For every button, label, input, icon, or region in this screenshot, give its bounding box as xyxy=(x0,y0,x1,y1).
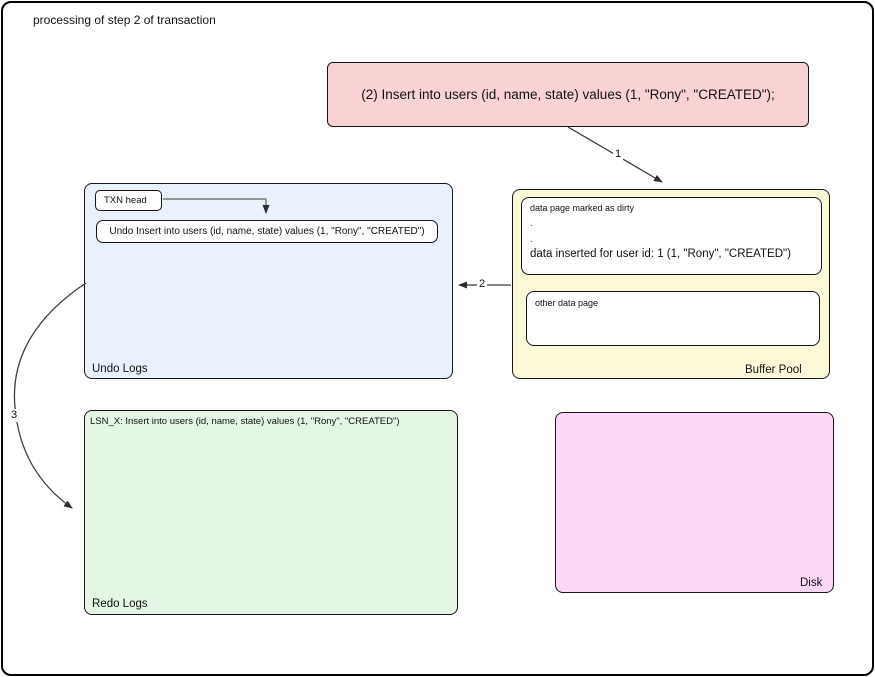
ellipsis-dot: . xyxy=(530,218,533,228)
ellipsis-dot: . xyxy=(530,234,533,244)
dirty-page-header: data page marked as dirty xyxy=(530,203,635,213)
inserted-data-text: data inserted for user id: 1 (1, "Rony",… xyxy=(530,248,791,260)
redo-logs-box xyxy=(84,410,458,615)
sql-statement-box: (2) Insert into users (id, name, state) … xyxy=(327,62,809,127)
disk-label: Disk xyxy=(800,577,823,589)
other-data-page-text: other data page xyxy=(535,298,599,308)
redo-logs-label: Redo Logs xyxy=(92,598,148,610)
other-data-page-box: other data page xyxy=(526,291,820,346)
undo-log-entry-text: Undo Insert into users (id, name, state)… xyxy=(109,226,425,237)
dirty-data-page-box: data page marked as dirty . . data inser… xyxy=(521,197,822,275)
arrow-label-3: 3 xyxy=(9,409,20,422)
arrow-label-1: 1 xyxy=(613,148,624,161)
sql-statement-text: (2) Insert into users (id, name, state) … xyxy=(361,87,775,102)
redo-log-entry-text: LSN_X: Insert into users (id, name, stat… xyxy=(90,416,400,427)
buffer-pool-label: Buffer Pool xyxy=(745,364,802,376)
undo-logs-label: Undo Logs xyxy=(92,363,148,375)
txn-head-label: TXN head xyxy=(104,195,147,206)
txn-head-box: TXN head xyxy=(95,190,162,211)
undo-log-entry-box: Undo Insert into users (id, name, state)… xyxy=(96,220,438,243)
arrow-step3 xyxy=(13,282,87,509)
undo-logs-box xyxy=(84,183,453,379)
arrow-label-2: 2 xyxy=(477,278,488,291)
diagram-title: processing of step 2 of transaction xyxy=(33,13,216,27)
disk-box xyxy=(555,412,834,593)
